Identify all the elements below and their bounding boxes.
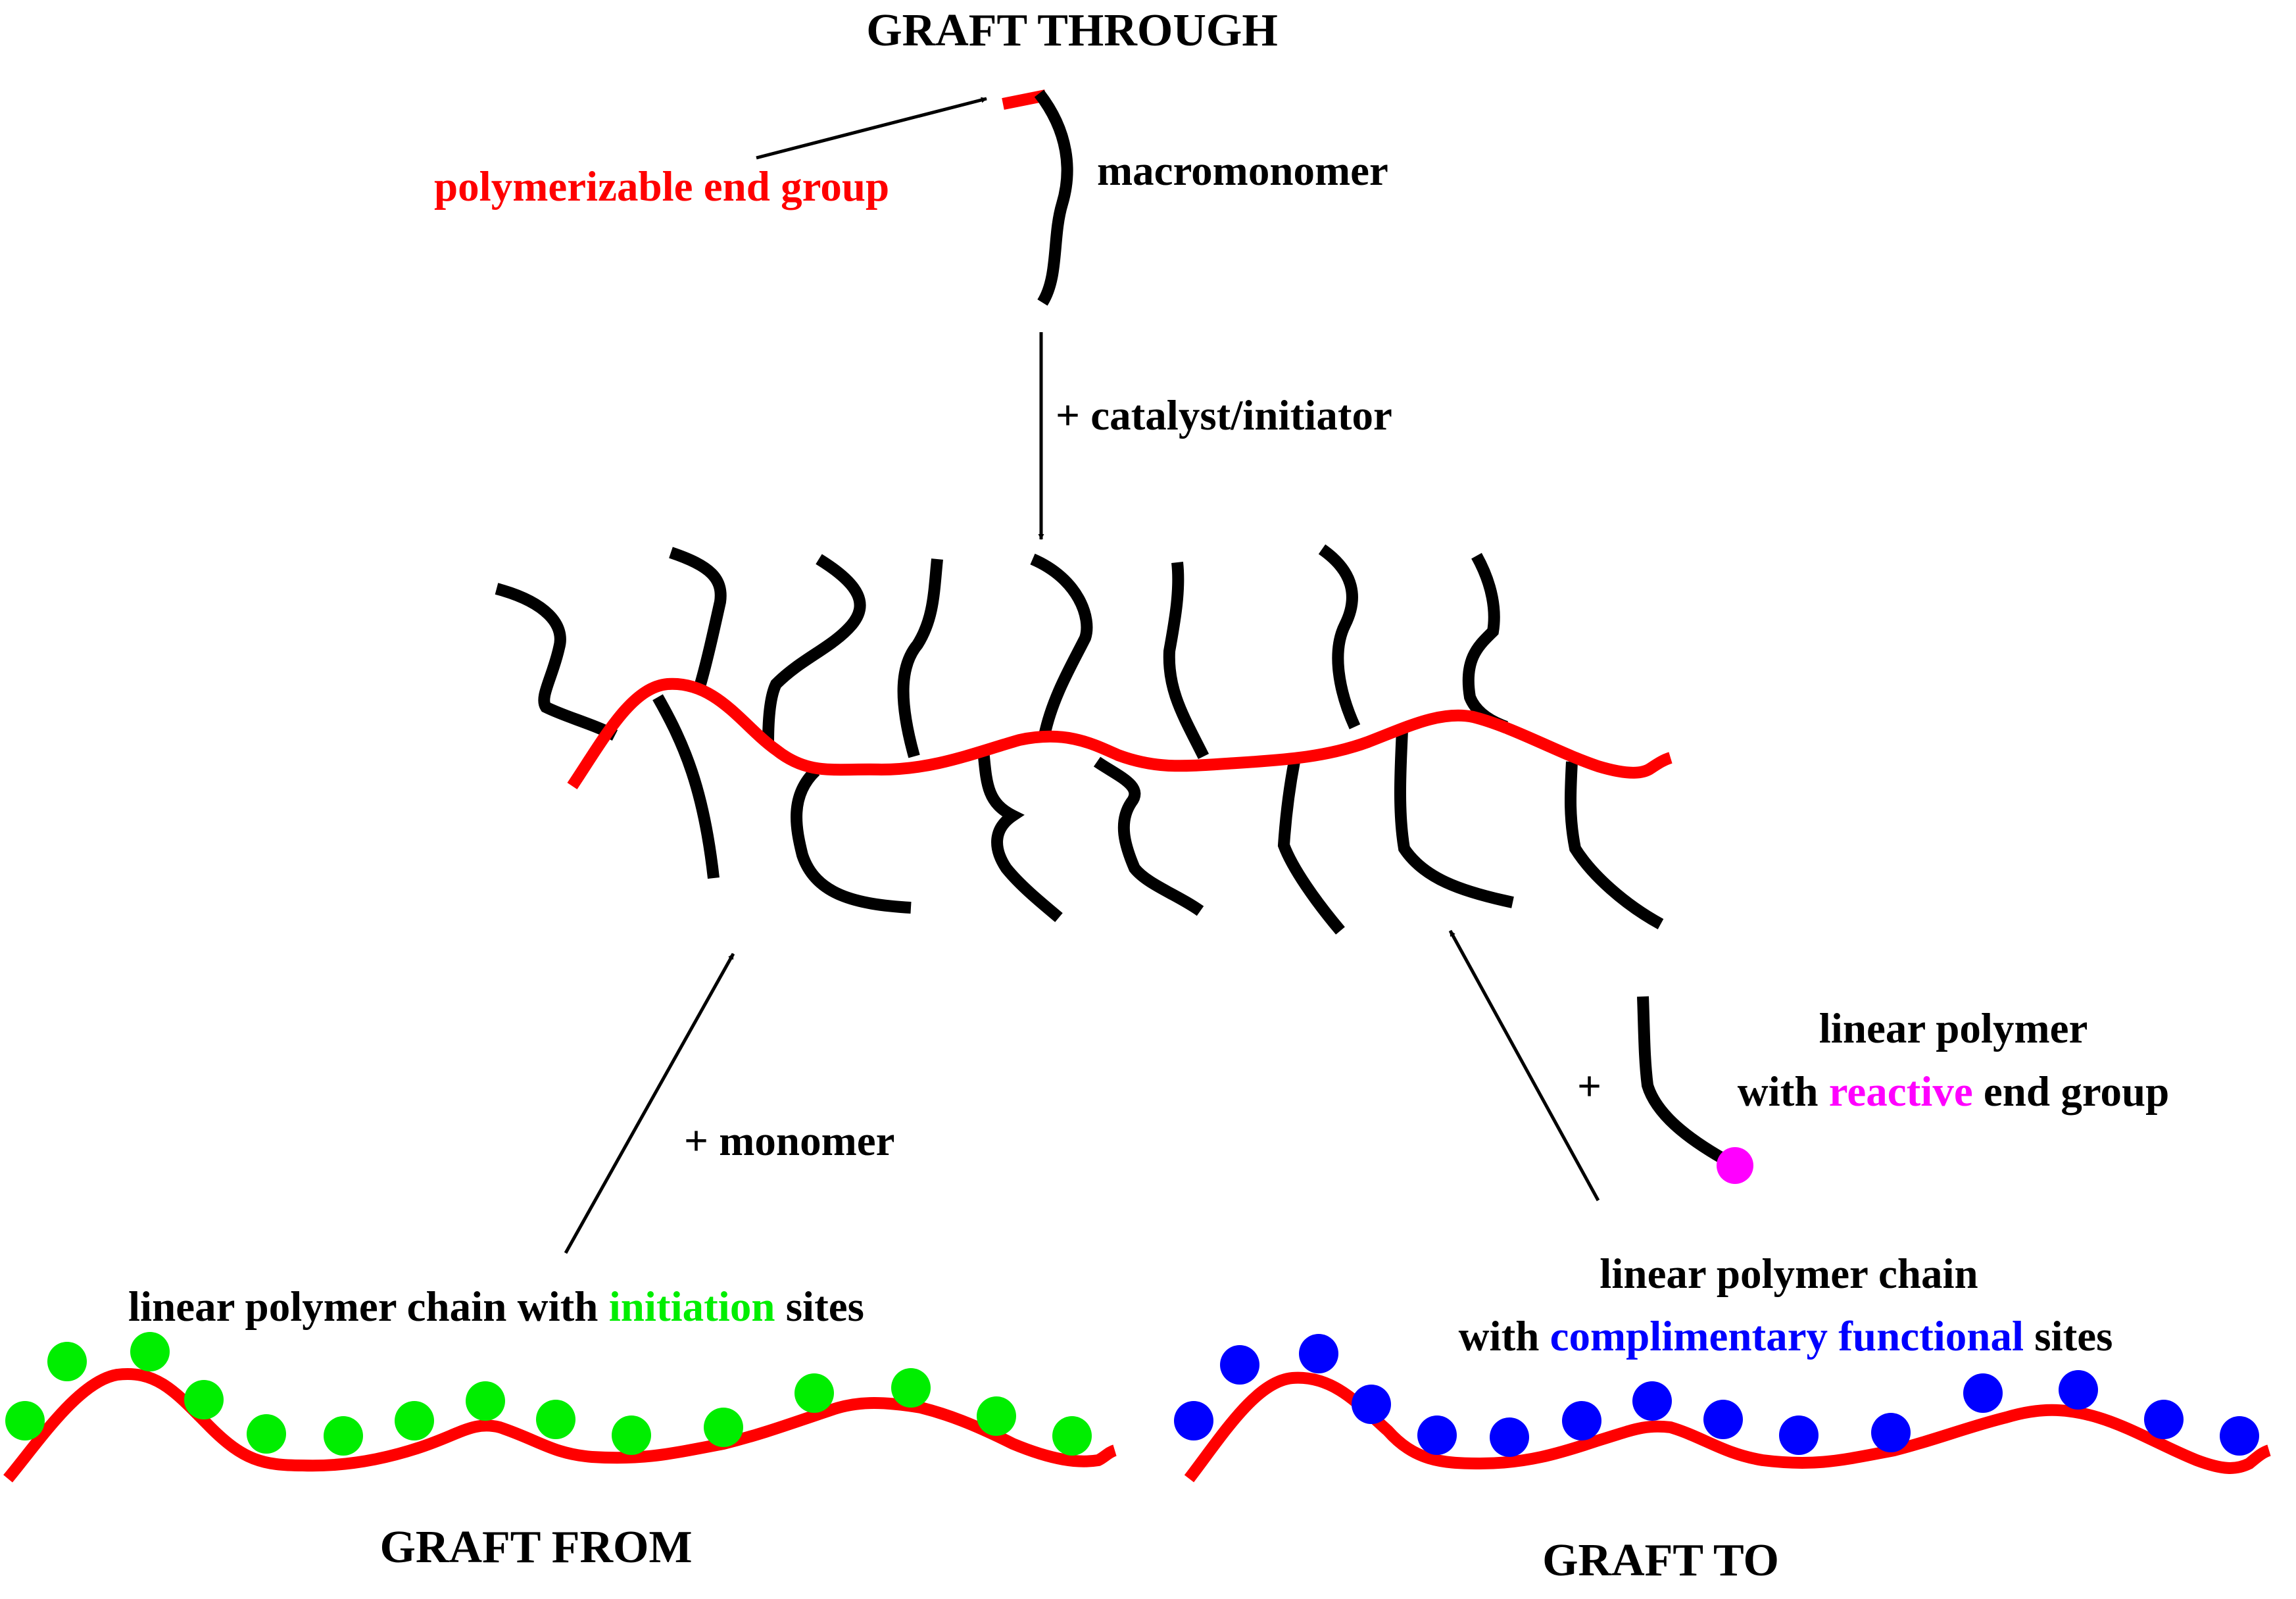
- functional-site: [2144, 1400, 2184, 1439]
- functional-chain-label-line2: with complimentary functional sites: [1459, 1316, 2113, 1358]
- functional-highlight: complimentary functional: [1550, 1313, 2024, 1360]
- reactive-end-group: [1717, 1147, 1753, 1184]
- functional-site: [2059, 1370, 2098, 1410]
- initiation-site: [324, 1416, 363, 1456]
- plus-sign: +: [1577, 1063, 1602, 1110]
- initiation-chain-label-pre: linear polymer chain with: [128, 1283, 609, 1331]
- reactive-polymer-label-line1: linear polymer: [1819, 1005, 2088, 1052]
- initiation-chain-label: linear polymer chain with initiation sit…: [128, 1286, 864, 1329]
- functional-label-post: sites: [2024, 1313, 2113, 1360]
- macromonomer-label: macromonomer: [1097, 147, 1388, 195]
- graft-through-title: GRAFT THROUGH: [866, 5, 1278, 56]
- functional-site: [1703, 1400, 1743, 1439]
- initiation-site: [47, 1342, 87, 1381]
- initiation-site: [247, 1414, 286, 1454]
- functional-site: [1417, 1415, 1457, 1455]
- functional-sites: [1174, 1334, 2259, 1457]
- graft-from-title: GRAFT FROM: [379, 1522, 693, 1573]
- reactive-label-post: end group: [1972, 1068, 2170, 1116]
- end-group-pointer-arrow: [756, 97, 987, 160]
- graft-side-chain: [1163, 562, 1209, 760]
- graft-side-chain: [1462, 553, 1509, 733]
- graft-side-chain: [1394, 729, 1514, 908]
- functional-label-pre: with: [1458, 1313, 1550, 1360]
- initiation-site: [977, 1396, 1016, 1436]
- graft-side-chain: [977, 749, 1063, 922]
- initiation-site: [130, 1332, 170, 1371]
- functional-site: [1871, 1413, 1911, 1452]
- graft-side-chain: [1318, 544, 1361, 729]
- monomer-arrow: [564, 952, 735, 1254]
- macromonomer-chain: [1034, 89, 1073, 306]
- initiation-site: [794, 1373, 834, 1413]
- functional-site: [1352, 1385, 1391, 1424]
- functional-site: [1490, 1417, 1529, 1457]
- initiation-site: [5, 1401, 45, 1440]
- catalyst-initiator-label: + catalyst/initiator: [1056, 392, 1392, 439]
- graft-side-chain: [652, 694, 720, 879]
- monomer-label: + monomer: [684, 1118, 895, 1165]
- reactive-linear-polymer: [1637, 996, 1753, 1184]
- initiation-chain-label-post: sites: [775, 1283, 864, 1331]
- reactive-polymer-chain: [1637, 996, 1736, 1169]
- macromonomer: [1002, 89, 1073, 306]
- functional-site: [1632, 1381, 1672, 1421]
- initiation-site: [395, 1401, 434, 1440]
- graft-copolymer: [495, 544, 1673, 935]
- initiation-highlight: initiation: [608, 1283, 775, 1331]
- functional-site: [2220, 1416, 2259, 1456]
- graft-side-chain: [1277, 760, 1345, 935]
- copolymer-backbone: [567, 677, 1673, 789]
- reactive-polymer-label-line2: with reactive end group: [1738, 1071, 2170, 1114]
- initiation-site: [704, 1408, 743, 1447]
- graft-side-chain: [1093, 756, 1204, 916]
- graft-side-chain: [791, 766, 912, 914]
- graft-to-arrow: [1448, 929, 1600, 1202]
- initiation-sites: [5, 1332, 1092, 1456]
- graft-side-chain: [669, 547, 727, 686]
- functional-chain-label-line1: linear polymer chain: [1600, 1250, 1978, 1298]
- initiation-site: [891, 1368, 931, 1408]
- graft-side-chain: [762, 554, 866, 744]
- reactive-label-pre: with: [1737, 1068, 1829, 1116]
- graft-to-title: GRAFT TO: [1542, 1535, 1779, 1586]
- graft-side-chain: [897, 558, 943, 758]
- initiation-site: [612, 1415, 651, 1455]
- initiation-site: [184, 1380, 224, 1419]
- initiation-site: [536, 1400, 575, 1439]
- functional-site: [1779, 1415, 1819, 1455]
- functional-site: [1562, 1401, 1601, 1440]
- initiation-site: [1052, 1416, 1092, 1456]
- functional-site: [1174, 1401, 1213, 1440]
- graft-side-chain: [1030, 553, 1093, 737]
- initiation-site: [466, 1381, 505, 1421]
- polymerizable-end-group-label: polymerizable end group: [434, 163, 890, 210]
- functional-site: [1963, 1373, 2003, 1413]
- functional-site: [1299, 1334, 1338, 1373]
- reactive-highlight: reactive: [1828, 1068, 1973, 1116]
- graft-side-chain: [495, 583, 618, 741]
- graft-side-chain: [1564, 761, 1664, 929]
- functional-site: [1220, 1345, 1259, 1385]
